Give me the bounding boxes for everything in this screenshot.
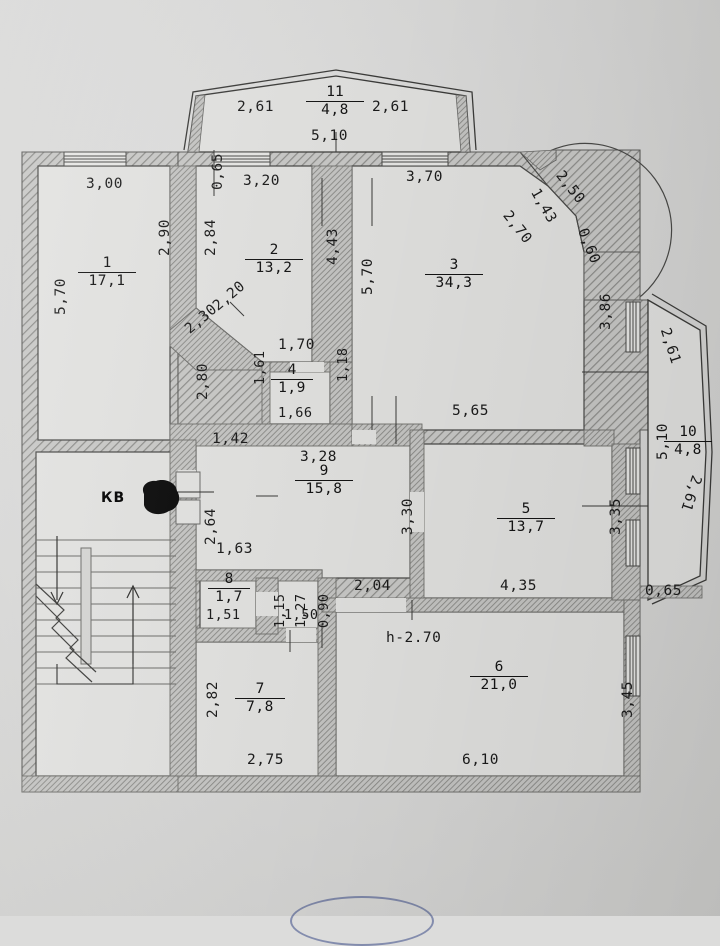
dim-room4-left-height: 1,61 bbox=[252, 350, 268, 385]
dim-room5-bottom-width: 4,35 bbox=[500, 578, 537, 594]
dim-room7-bottom-width: 2,75 bbox=[247, 752, 284, 768]
room-label-1: 1 17,1 bbox=[78, 256, 136, 289]
dim-room3-left-height: 5,70 bbox=[360, 258, 376, 295]
dim-room2-right-height: 4,43 bbox=[325, 228, 341, 265]
dim-room3-right-height: 3,86 bbox=[598, 293, 614, 330]
room-label-10: 10 4,8 bbox=[664, 425, 712, 458]
room-label-4: 4 1,9 bbox=[271, 363, 313, 396]
dim-room1-left-height: 5,70 bbox=[53, 278, 69, 315]
bay-window bbox=[519, 142, 673, 301]
dim-room9-door-width: 2,04 bbox=[354, 578, 391, 594]
dim-room1-right-upper: 2,90 bbox=[157, 219, 173, 256]
dim-room6-right-height: 3,45 bbox=[620, 681, 636, 718]
dim-room9-inner-left: 1,63 bbox=[216, 541, 253, 557]
room-label-7: 7 7,8 bbox=[235, 682, 285, 715]
dimension-ticks bbox=[213, 132, 648, 652]
room-label-6: 6 21,0 bbox=[470, 660, 528, 693]
dim-balcony11-right-run: 2,61 bbox=[372, 99, 409, 115]
dim-room9-top-width: 3,28 bbox=[300, 449, 337, 465]
dim-balcony10-bottom-depth: 0,65 bbox=[645, 583, 682, 599]
room-label-3: 3 34,3 bbox=[425, 258, 483, 291]
room-label-2: 2 13,2 bbox=[245, 243, 303, 276]
dim-room2-bottom-width: 1,70 bbox=[278, 337, 315, 353]
dim-room3-top-width: 3,70 bbox=[406, 169, 443, 185]
floor-plan-drawing bbox=[21, 69, 713, 793]
room-interiors bbox=[35, 165, 625, 777]
ceiling-height-note: h-2.70 bbox=[386, 630, 442, 646]
balcony-10 bbox=[639, 293, 713, 605]
dim-balcony11-left-run: 2,61 bbox=[237, 99, 274, 115]
official-stamp bbox=[290, 896, 434, 946]
dim-corridor-width: 1,50 bbox=[284, 607, 319, 623]
dim-room3-bottom-width: 5,65 bbox=[452, 403, 489, 419]
dim-room9-left-offset: 1,42 bbox=[212, 431, 249, 447]
room-label-9: 9 15,8 bbox=[295, 464, 353, 497]
room-1-shape bbox=[37, 165, 171, 441]
entry-door bbox=[150, 471, 214, 525]
apartment-marker-label: КВ bbox=[101, 490, 126, 506]
dim-room2-top-width: 3,20 bbox=[243, 173, 280, 189]
dim-room1-right-lower: 2,80 bbox=[195, 363, 211, 400]
redaction-blob bbox=[142, 480, 180, 515]
windows bbox=[63, 151, 641, 697]
dim-room7-left-height: 2,82 bbox=[205, 681, 221, 718]
balcony-11 bbox=[183, 69, 477, 153]
dim-balcony11-left-depth: 0,65 bbox=[210, 153, 226, 190]
dim-room4-right-height: 1,18 bbox=[335, 347, 351, 382]
dim-room9-left-height: 2,64 bbox=[203, 508, 219, 545]
dim-room4-width: 1,66 bbox=[278, 405, 313, 421]
dim-room8-width: 1,51 bbox=[206, 607, 241, 623]
dim-room1-top-width: 3,00 bbox=[86, 176, 123, 192]
room-label-5: 5 13,7 bbox=[497, 502, 555, 535]
dim-room5-right-height: 3,35 bbox=[608, 498, 624, 535]
dim-balcony11-inner-width: 5,10 bbox=[311, 128, 348, 144]
room-label-11: 11 4,8 bbox=[306, 85, 364, 118]
staircase bbox=[35, 536, 176, 685]
dim-room6-bottom-width: 6,10 bbox=[462, 752, 499, 768]
room-label-8: 8 1,7 bbox=[208, 572, 250, 605]
dim-room2-left-height: 2,84 bbox=[203, 219, 219, 256]
dim-room9-right-height: 3,30 bbox=[400, 498, 416, 535]
